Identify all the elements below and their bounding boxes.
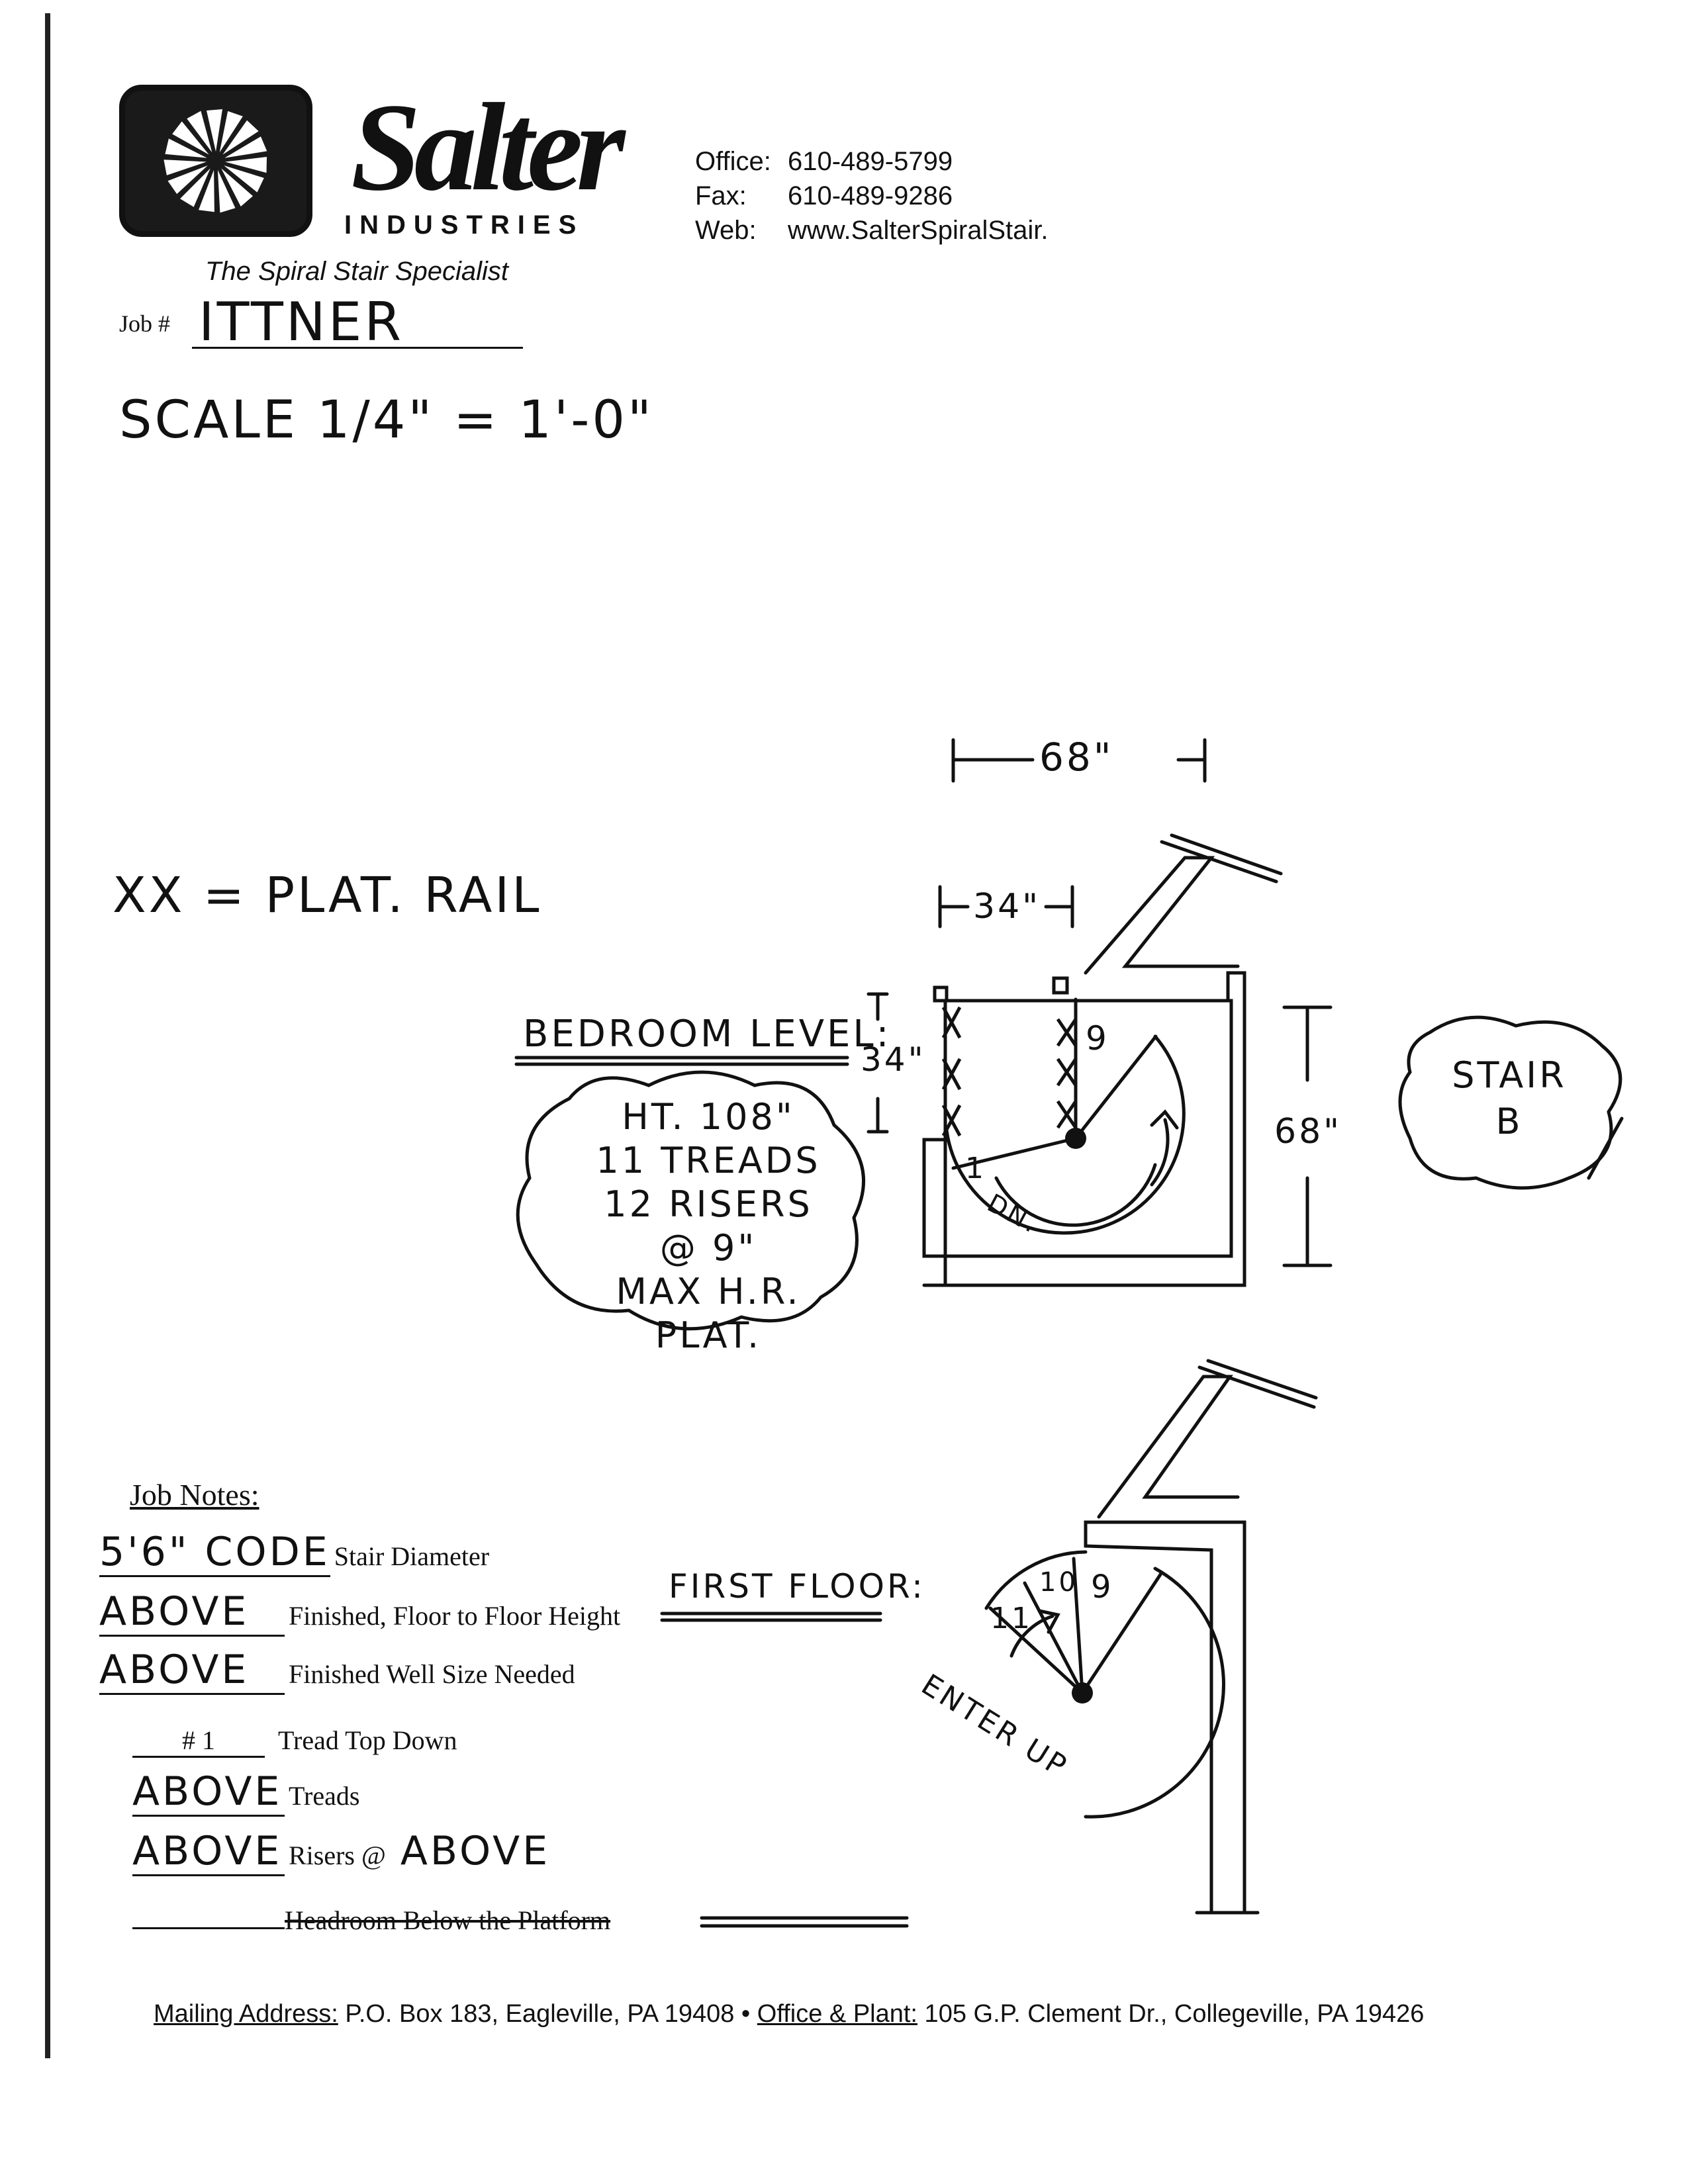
tread-top-number: 9 [1086,1019,1109,1058]
well-outline [923,1138,947,1287]
newel-post [933,985,949,1003]
spec-height: HT. 108" [622,1096,795,1138]
plant-label: Office & Plant: [757,2000,917,2028]
handrail-end [1160,840,1278,884]
dim-right-label: 68" [1274,1112,1342,1152]
ff-handrail [1097,1375,1240,1519]
ff-stair-arc [984,1550,1088,1610]
dim-platform-label: 34" [973,887,1041,927]
direction-arc [994,1163,1157,1227]
ff-tread-11: 11 [990,1602,1033,1635]
scale-note: SCALE 1/4" = 1'-0" [119,390,654,450]
well-outline [922,971,1246,1287]
note-value: ABOVE [132,1768,285,1817]
handrail [1084,856,1240,975]
ff-center-pole [1072,1682,1093,1704]
mailing-address: P.O. Box 183, Eagleville, PA 19408 • [338,2000,757,2028]
ff-arrowhead [1037,1609,1060,1634]
note-value: 5'6" CODE [99,1529,330,1577]
brand-tagline: The Spiral Stair Specialist [205,257,508,286]
stair-tag-letter: B [1495,1101,1523,1142]
fax-number: 610-489-9286 [788,181,953,210]
spiral-stair-logo-icon [164,109,267,213]
stair-tag: STAIR B [1436,1052,1582,1145]
note-value: ABOVE [132,1828,285,1876]
spec-risers: 12 RISERS @ 9" [604,1183,813,1269]
note-extra: ABOVE [400,1828,551,1874]
note-headroom: Headroom Below the Platform [132,1905,610,1936]
mailing-label: Mailing Address: [154,2000,338,2028]
note-value: ABOVE [99,1647,285,1695]
tread-line [951,1136,1078,1170]
stair-circle [945,1034,1186,1235]
rail-legend: XX = PLAT. RAIL [113,867,542,924]
footer-address: Mailing Address: P.O. Box 183, Eaglevill… [154,2000,1424,2028]
website: www.SalterSpiralStair. [788,216,1049,245]
brand-subname: INDUSTRIES [344,210,585,240]
plant-address: 105 G.P. Clement Dr., Collegeville, PA 1… [917,2000,1425,2028]
spec-platform: MAX H.R. PLAT. [616,1271,801,1356]
ff-stair-arc [1084,1567,1225,1819]
job-name: ITTNER [199,291,404,353]
office-phone: 610-489-5799 [788,147,953,176]
contact-block: Office: 610-489-5799 Fax: 610-489-9286 Web… [695,144,1048,248]
stair-tag-cloud [1398,1015,1622,1190]
office-label: Office: [695,147,771,176]
spec-cloud-text: HT. 108" 11 TREADS 12 RISERS @ 9" MAX H.… [583,1095,834,1357]
center-pole [1065,1128,1086,1149]
handrail-end [1170,833,1283,876]
spec-treads: 11 TREADS [596,1140,821,1181]
note-label: Stair Diameter [334,1541,490,1571]
note-label: Finished Well Size Needed [289,1659,575,1689]
dim-top-label: 68" [1039,735,1114,780]
note-label: Headroom Below the Platform [285,1905,611,1935]
rail-x-mark [941,1104,962,1137]
job-notes-title: Job Notes: [130,1478,259,1512]
rail-x-mark [1056,1058,1078,1087]
ff-tread-9: 9 [1091,1569,1114,1606]
ff-tread-10: 10 [1039,1567,1078,1598]
brand-wordmark: Salter [351,78,626,217]
rail-x-mark [1056,1100,1078,1129]
first-floor-label: FIRST FLOOR: [669,1567,926,1606]
bedroom-level-label: BEDROOM LEVEL: [523,1013,892,1056]
web-label: Web: [695,216,757,245]
note-value: # 1 [132,1725,265,1758]
rail-x-mark [1056,1018,1078,1047]
rail-x-mark [941,1058,962,1091]
tread-line [1074,1034,1158,1140]
job-underline [192,347,523,349]
note-tread-top: # 1 Tread Top Down [132,1725,457,1758]
dim-side-label: 34" [861,1040,926,1079]
rail-x-mark [941,1006,962,1039]
direction-arrowhead [1150,1109,1179,1130]
fax-label: Fax: [695,181,747,210]
spec-cloud [516,1070,865,1331]
note-label: Finished, Floor to Floor Height [289,1601,621,1631]
direction-arrow [1150,1118,1170,1187]
ff-arrow [1009,1614,1055,1658]
newel-post [1052,976,1069,995]
stair-tag-word: STAIR [1452,1054,1567,1096]
note-value [132,1927,285,1929]
tread-first-number: 1 [965,1152,986,1185]
note-label: Treads [289,1781,360,1811]
scan-edge [45,13,50,2058]
note-value: ABOVE [99,1588,285,1637]
note-label: Risers @ [289,1841,386,1870]
job-label: Job # [119,310,171,337]
note-label: Tread Top Down [278,1725,457,1755]
